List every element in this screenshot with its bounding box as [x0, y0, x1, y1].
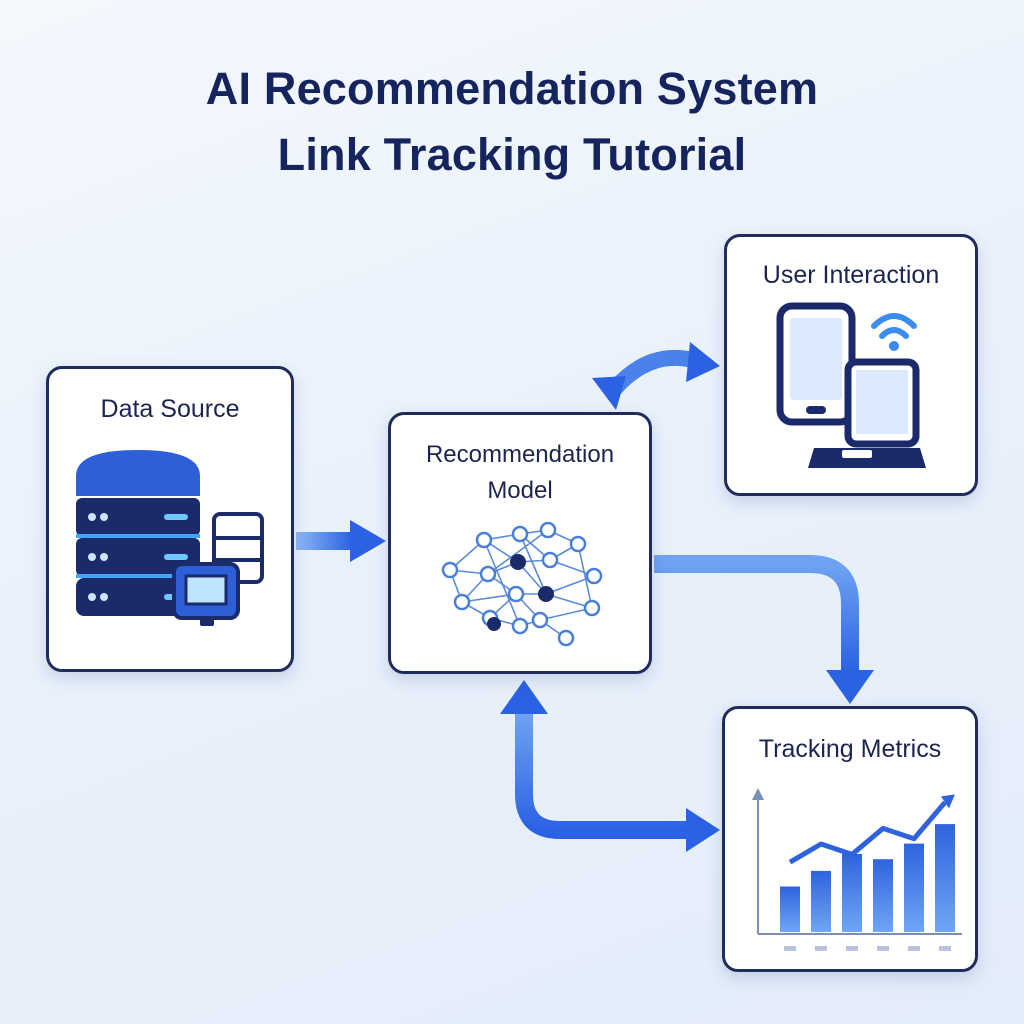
tracking-metrics-label: Tracking Metrics — [758, 735, 942, 763]
chart-bar — [780, 886, 800, 932]
phone-laptop-wifi-icon — [776, 302, 926, 468]
user-interaction-label: User Interaction — [762, 261, 940, 289]
chart-tick-mark — [877, 946, 889, 951]
page-title: AI Recommendation System Link Tracking T… — [0, 56, 1024, 188]
chart-tick-mark — [815, 946, 827, 951]
chart-tick-mark — [908, 946, 920, 951]
database-server-icon — [76, 450, 264, 626]
node-user-interaction: User Interaction — [724, 234, 978, 496]
chart-y-axis-arrow — [752, 788, 764, 800]
arrow-model-to-tracking — [654, 555, 874, 704]
arrow-model-to-user-interaction — [592, 342, 720, 410]
chart-tick-mark — [846, 946, 858, 951]
chart-bar — [811, 870, 831, 932]
model-label-line-2: Model — [487, 477, 553, 504]
chart-tick-mark — [939, 946, 951, 951]
arrow-datasource-to-model — [296, 520, 386, 562]
arrow-tracking-to-model — [500, 680, 720, 852]
bar-chart-trend-icon — [752, 788, 962, 951]
chart-trend-arrowhead — [941, 794, 955, 809]
title-line-2: Link Tracking Tutorial — [277, 129, 747, 180]
node-recommendation-model: Recommendation Model — [388, 412, 652, 674]
wifi-icon — [871, 313, 917, 339]
chart-trend-line — [788, 800, 947, 865]
model-label: Recommendation Model — [391, 437, 649, 509]
chart-bar — [842, 854, 862, 932]
data-source-label: Data Source — [100, 395, 240, 423]
title-line-1: AI Recommendation System — [205, 63, 819, 114]
chart-bar — [873, 859, 893, 932]
chart-tick-mark — [784, 946, 796, 951]
neural-network-icon — [441, 521, 603, 647]
chart-bar — [935, 824, 955, 932]
model-label-line-1: Recommendation — [425, 441, 615, 468]
chart-bar — [904, 843, 924, 932]
node-tracking-metrics: Tracking Metrics — [722, 706, 978, 972]
node-data-source: Data Source — [46, 366, 294, 672]
